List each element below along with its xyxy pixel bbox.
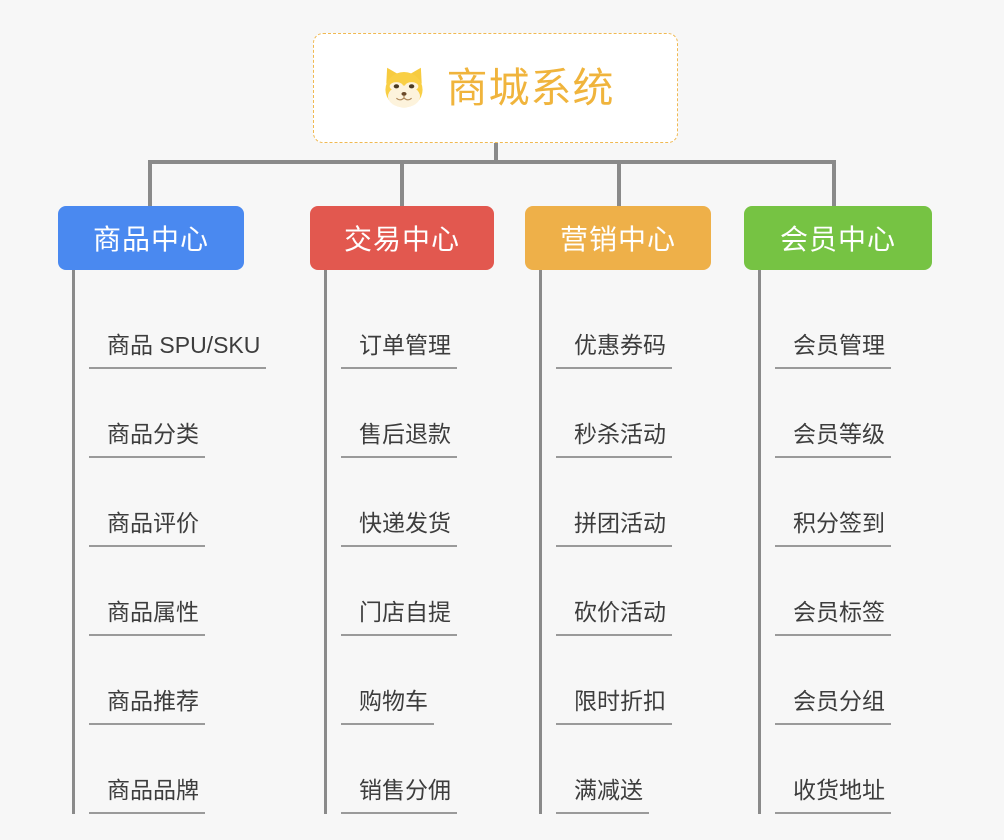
leaf-list-4: 会员管理 会员等级 积分签到 会员标签 会员分组 收货地址 (758, 270, 932, 814)
leaf-label: 商品 SPU/SKU (89, 332, 267, 369)
connector-drop-4 (832, 160, 836, 208)
leaf-label: 限时折扣 (556, 688, 672, 725)
leaf-item[interactable]: 会员标签 (775, 547, 932, 636)
leaf-label: 收货地址 (775, 777, 891, 814)
branch-column-1: 商品中心 商品 SPU/SKU 商品分类 商品评价 商品属性 商品推荐 商品品牌 (58, 206, 267, 814)
category-header-1[interactable]: 商品中心 (58, 206, 244, 270)
leaf-label: 门店自提 (341, 599, 457, 636)
leaf-item[interactable]: 商品属性 (89, 547, 244, 636)
leaf-label: 秒杀活动 (556, 421, 672, 458)
leaf-label: 会员管理 (775, 332, 891, 369)
category-header-2[interactable]: 交易中心 (310, 206, 494, 270)
leaf-label: 快递发货 (341, 510, 457, 547)
leaf-item[interactable]: 销售分佣 (341, 725, 494, 814)
leaf-item[interactable]: 限时折扣 (556, 636, 711, 725)
leaf-label: 优惠券码 (556, 332, 672, 369)
leaf-item[interactable]: 收货地址 (775, 725, 932, 814)
shiba-inu-icon (377, 61, 431, 115)
leaf-list-3: 优惠券码 秒杀活动 拼团活动 砍价活动 限时折扣 满减送 (539, 270, 711, 814)
leaf-label: 会员分组 (775, 688, 891, 725)
connector-root-stem (494, 143, 498, 162)
connector-horizontal-bus (148, 160, 836, 164)
leaf-list-2: 订单管理 售后退款 快递发货 门店自提 购物车 销售分佣 (324, 270, 494, 814)
leaf-item[interactable]: 商品 SPU/SKU (89, 280, 267, 369)
leaf-label: 商品属性 (89, 599, 205, 636)
leaf-item[interactable]: 拼团活动 (556, 458, 711, 547)
connector-drop-2 (400, 160, 404, 208)
leaf-item[interactable]: 优惠券码 (556, 280, 711, 369)
leaf-item[interactable]: 门店自提 (341, 547, 494, 636)
leaf-label: 商品评价 (89, 510, 205, 547)
leaf-label: 满减送 (556, 777, 649, 814)
leaf-item[interactable]: 积分签到 (775, 458, 932, 547)
leaf-label: 订单管理 (341, 332, 457, 369)
leaf-label: 商品推荐 (89, 688, 205, 725)
leaf-label: 积分签到 (775, 510, 891, 547)
root-node-content: 商城系统 (377, 61, 615, 115)
connector-drop-1 (148, 160, 152, 208)
leaf-item[interactable]: 会员管理 (775, 280, 932, 369)
leaf-label: 会员标签 (775, 599, 891, 636)
leaf-label: 商品品牌 (89, 777, 205, 814)
leaf-label: 商品分类 (89, 421, 205, 458)
category-header-3[interactable]: 营销中心 (525, 206, 711, 270)
leaf-item[interactable]: 快递发货 (341, 458, 494, 547)
branch-column-2: 交易中心 订单管理 售后退款 快递发货 门店自提 购物车 销售分佣 (310, 206, 494, 814)
connector-drop-3 (617, 160, 621, 208)
leaf-item[interactable]: 购物车 (341, 636, 494, 725)
leaf-item[interactable]: 会员分组 (775, 636, 932, 725)
leaf-item[interactable]: 砍价活动 (556, 547, 711, 636)
leaf-item[interactable]: 商品品牌 (89, 725, 244, 814)
leaf-item[interactable]: 商品推荐 (89, 636, 244, 725)
root-node[interactable]: 商城系统 (313, 33, 678, 143)
leaf-item[interactable]: 售后退款 (341, 369, 494, 458)
leaf-label: 售后退款 (341, 421, 457, 458)
leaf-item[interactable]: 商品分类 (89, 369, 244, 458)
leaf-item[interactable]: 订单管理 (341, 280, 494, 369)
leaf-list-1: 商品 SPU/SKU 商品分类 商品评价 商品属性 商品推荐 商品品牌 (72, 270, 267, 814)
leaf-label: 销售分佣 (341, 777, 457, 814)
branch-column-3: 营销中心 优惠券码 秒杀活动 拼团活动 砍价活动 限时折扣 满减送 (525, 206, 711, 814)
leaf-item[interactable]: 商品评价 (89, 458, 244, 547)
leaf-label: 砍价活动 (556, 599, 672, 636)
leaf-item[interactable]: 秒杀活动 (556, 369, 711, 458)
leaf-label: 会员等级 (775, 421, 891, 458)
leaf-item[interactable]: 会员等级 (775, 369, 932, 458)
leaf-item[interactable]: 满减送 (556, 725, 711, 814)
leaf-label: 购物车 (341, 688, 434, 725)
branch-column-4: 会员中心 会员管理 会员等级 积分签到 会员标签 会员分组 收货地址 (744, 206, 932, 814)
root-title: 商城系统 (446, 64, 615, 111)
leaf-label: 拼团活动 (556, 510, 672, 547)
category-header-4[interactable]: 会员中心 (744, 206, 932, 270)
